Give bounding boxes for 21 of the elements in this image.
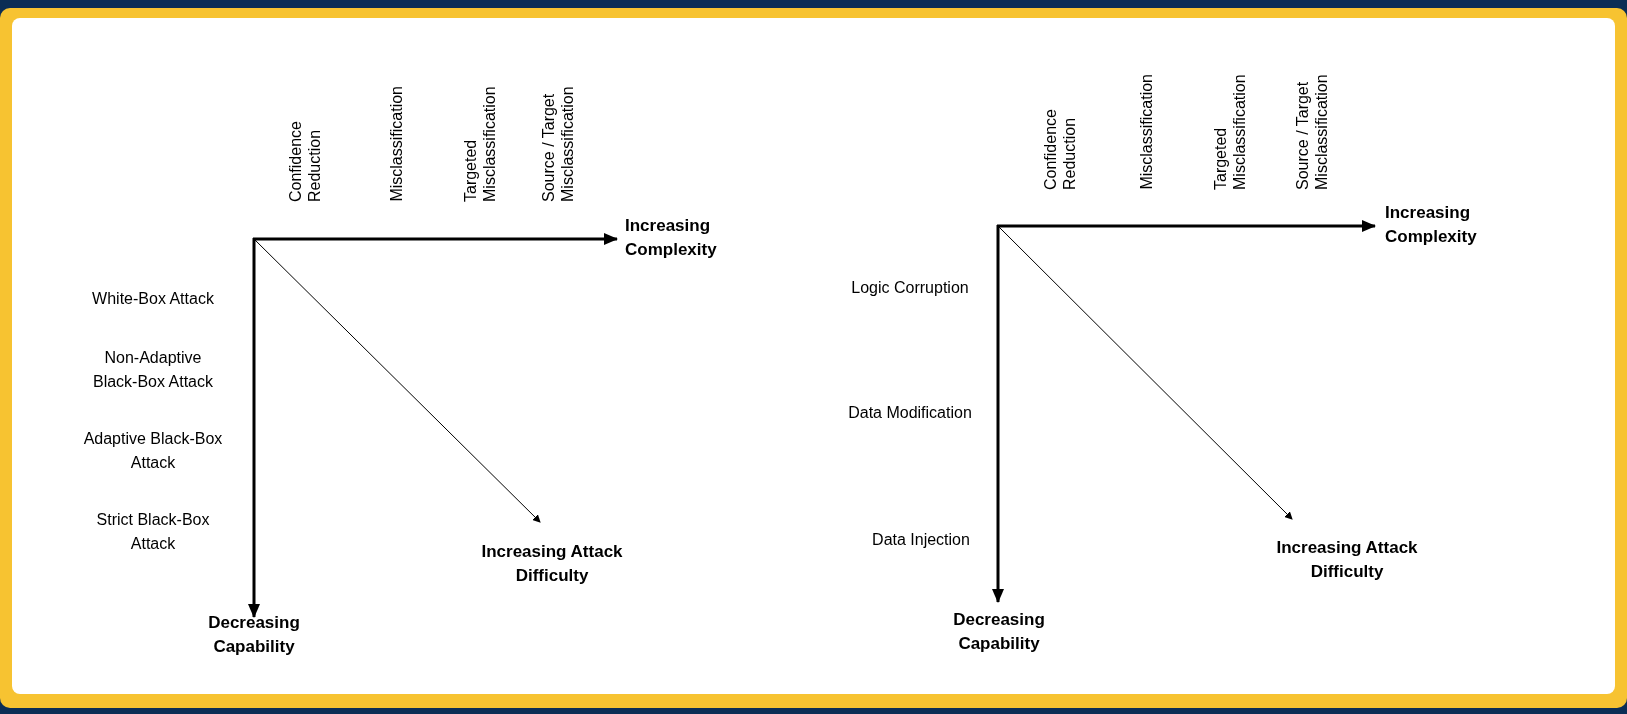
column-label: Misclassification [386, 86, 406, 202]
column-label: Targeted Misclassification [461, 85, 499, 202]
row-label: Logic Corruption [850, 278, 970, 298]
row-label: White-Box Attack [91, 289, 215, 309]
axis-label: Increasing Attack Difficulty [1275, 537, 1419, 583]
column-label: Confidence Reduction [1041, 108, 1079, 190]
axis-label: Increasing Attack Difficulty [480, 541, 624, 587]
column-label: Source / Target Misclassification [539, 85, 577, 202]
row-label: Data Modification [847, 403, 973, 423]
row-label: Strict Black-Box Attack [95, 510, 211, 554]
column-label: Targeted Misclassification [1211, 73, 1249, 190]
row-label: Data Injection [871, 530, 971, 550]
axis-label: Increasing Complexity [625, 215, 718, 261]
axis-label: Increasing Complexity [1385, 202, 1478, 248]
axis-label: Decreasing Capability [952, 609, 1046, 655]
row-label: Non-Adaptive Black-Box Attack [91, 348, 214, 392]
axis-label: Decreasing Capability [207, 612, 301, 658]
row-label: Adaptive Black-Box Attack [83, 429, 223, 473]
column-label: Misclassification [1136, 74, 1156, 190]
column-label: Confidence Reduction [286, 120, 324, 202]
column-label: Source / Target Misclassification [1293, 73, 1331, 190]
